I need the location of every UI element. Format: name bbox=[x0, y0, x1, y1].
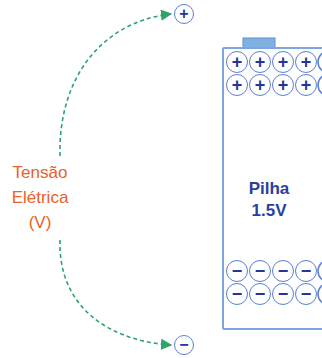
voltage-label: Tensão Elétrica (V) bbox=[4, 160, 76, 235]
text-slot: − bbox=[296, 284, 316, 304]
text-slot: − bbox=[296, 261, 316, 281]
text-slot: − bbox=[227, 261, 247, 281]
terminal-symbol: − bbox=[174, 335, 194, 355]
charge-sign: + bbox=[278, 53, 289, 71]
battery-label: Pilha 1.5V bbox=[239, 178, 299, 222]
charge-sign: − bbox=[255, 262, 266, 280]
charge-symbol: − bbox=[226, 283, 248, 305]
text-slot: + bbox=[273, 52, 293, 72]
charge-sign: − bbox=[179, 337, 188, 353]
charge-symbol: + bbox=[249, 74, 271, 96]
charge-sign: − bbox=[278, 285, 289, 303]
charge-symbol: − bbox=[249, 283, 271, 305]
charge-sign: + bbox=[232, 53, 243, 71]
charge-sign: + bbox=[278, 76, 289, 94]
charge-symbol: + bbox=[226, 74, 248, 96]
text-slot: + bbox=[273, 75, 293, 95]
charge-sign: + bbox=[255, 53, 266, 71]
text-slot: + bbox=[250, 52, 270, 72]
charge-symbol: + bbox=[272, 74, 294, 96]
charge-sign: + bbox=[255, 76, 266, 94]
text-slot: − bbox=[273, 284, 293, 304]
text-slot: − bbox=[227, 284, 247, 304]
charge-symbol: + bbox=[295, 51, 317, 73]
charge-symbol: − bbox=[226, 260, 248, 282]
text-slot: + bbox=[250, 75, 270, 95]
charge-symbol: + bbox=[249, 51, 271, 73]
text-slot: + bbox=[296, 52, 316, 72]
charge-sign: − bbox=[301, 262, 312, 280]
charge-symbol: − bbox=[249, 260, 271, 282]
charge-symbol: + bbox=[295, 74, 317, 96]
charge-symbol: + bbox=[226, 51, 248, 73]
charge-symbol: − bbox=[272, 283, 294, 305]
text-slot: + bbox=[227, 75, 247, 95]
charge-sign: − bbox=[232, 285, 243, 303]
partial-charges bbox=[318, 51, 322, 305]
text-slot: + bbox=[296, 75, 316, 95]
battery-body: Pilha 1.5V++++++++−−−−−−−− bbox=[222, 47, 322, 330]
text-slot: − bbox=[250, 261, 270, 281]
charge-sign: + bbox=[179, 6, 188, 22]
charge-sign: + bbox=[301, 53, 312, 71]
charge-sign: + bbox=[301, 76, 312, 94]
charge-sign: − bbox=[301, 285, 312, 303]
voltage-arrow bbox=[60, 240, 171, 345]
text-slot: + bbox=[175, 5, 193, 23]
charge-sign: − bbox=[232, 262, 243, 280]
text-slot: − bbox=[175, 336, 193, 354]
charge-sign: − bbox=[255, 285, 266, 303]
charge-symbol: − bbox=[272, 260, 294, 282]
voltage-arrow bbox=[60, 14, 171, 156]
charge-symbol: + bbox=[272, 51, 294, 73]
text-slot: − bbox=[250, 284, 270, 304]
charge-symbol: − bbox=[295, 260, 317, 282]
charge-sign: + bbox=[232, 76, 243, 94]
text-slot: + bbox=[227, 52, 247, 72]
terminal-symbol: + bbox=[174, 4, 194, 24]
text-slot: − bbox=[273, 261, 293, 281]
text-slot: Pilha 1.5V bbox=[239, 178, 299, 222]
charge-symbol: − bbox=[295, 283, 317, 305]
label-slot: Tensão Elétrica (V) bbox=[4, 160, 76, 235]
charge-sign: − bbox=[278, 262, 289, 280]
